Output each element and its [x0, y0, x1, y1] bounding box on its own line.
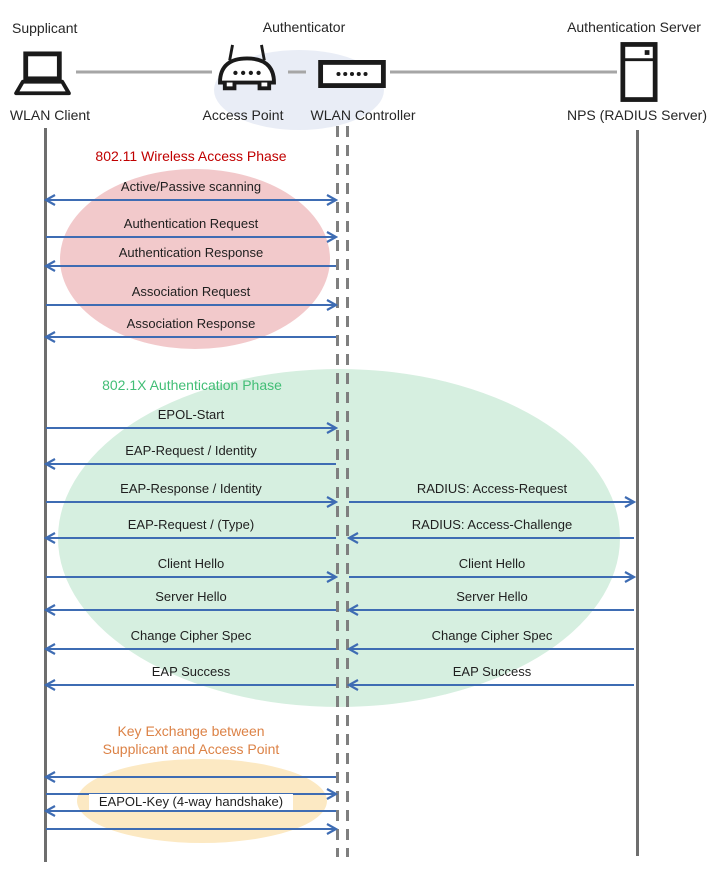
message-label: Client Hello [458, 556, 526, 571]
message-label: EAP-Response / Identity [120, 481, 262, 496]
message-label: EAP-Request / (Type) [127, 517, 255, 532]
node-label-access-point: Access Point [202, 107, 284, 123]
message-label: Server Hello [456, 589, 528, 604]
wlan-controller-icon [318, 60, 386, 88]
message-label: EAP-Request / Identity [125, 443, 257, 458]
phase2-ellipse [58, 369, 620, 707]
phase3-title: Key Exchange between Supplicant and Acce… [102, 723, 280, 757]
message-label: Server Hello [155, 589, 227, 604]
message-label: EAP Success [452, 664, 532, 679]
role-authentication-server: Authentication Server [567, 19, 701, 35]
phase2-title: 802.1X Authentication Phase [102, 377, 282, 393]
message-label: EAPOL-Key (4-way handshake) [21, 794, 361, 810]
access-point-icon [213, 43, 281, 97]
message-label: Association Request [131, 284, 251, 299]
node-label-wlan-controller: WLAN Controller [310, 107, 416, 123]
laptop-icon [12, 51, 74, 99]
message-label: Client Hello [157, 556, 225, 571]
message-label: Authentication Request [123, 216, 259, 231]
message-label: Change Cipher Spec [130, 628, 252, 643]
role-supplicant: Supplicant [12, 20, 78, 36]
message-label: RADIUS: Access-Request [416, 481, 568, 496]
role-authenticator: Authenticator [262, 19, 346, 35]
node-label-nps-radius-server: NPS (RADIUS Server) [566, 107, 708, 123]
phase1-title: 802.11 Wireless Access Phase [95, 148, 287, 164]
message-label: RADIUS: Access-Challenge [411, 517, 573, 532]
message-label: EPOL-Start [157, 407, 225, 422]
node-label-wlan-client: WLAN Client [9, 107, 91, 123]
message-label: EAP Success [151, 664, 231, 679]
message-label: Active/Passive scanning [120, 179, 262, 194]
message-label: Association Response [126, 316, 256, 331]
message-label: Change Cipher Spec [431, 628, 553, 643]
server-icon [620, 41, 658, 103]
message-label: Authentication Response [118, 245, 264, 260]
